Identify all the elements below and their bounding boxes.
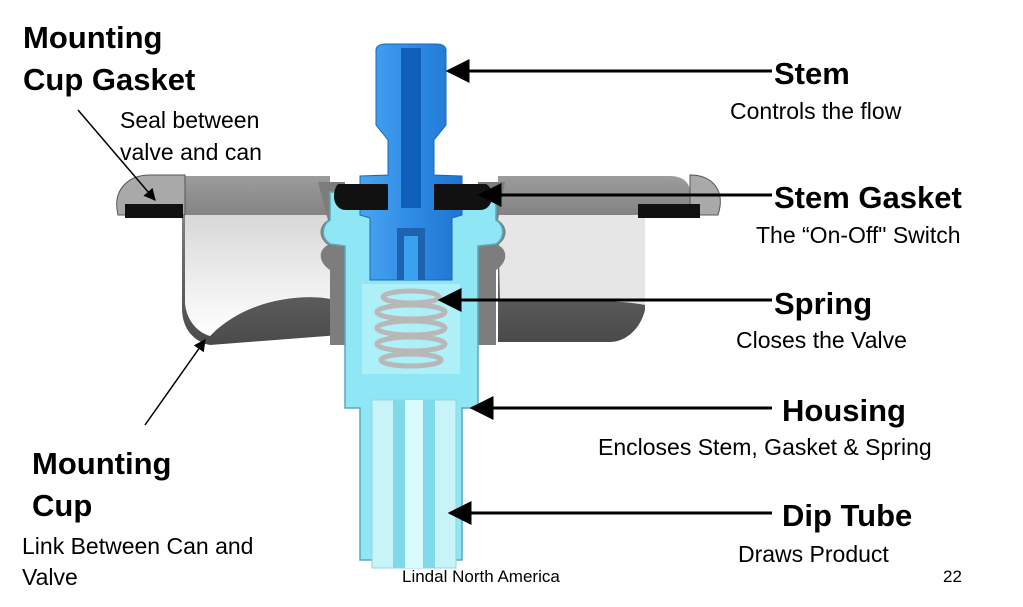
dip-tube xyxy=(371,399,457,569)
mounting-cup-gasket-desc-line1: Seal between xyxy=(120,107,260,133)
mounting-cup-gasket-right xyxy=(638,204,700,218)
footer-page-number: 22 xyxy=(943,567,962,586)
cup-bowl-face-right xyxy=(498,215,645,305)
cup-body xyxy=(150,176,340,345)
stem xyxy=(359,43,463,281)
mounting-cup-desc-line2: Valve xyxy=(22,564,78,590)
leader-lines xyxy=(77,59,772,525)
stem-gasket xyxy=(334,184,492,210)
mounting-cup-desc-line1: Link Between Can and xyxy=(22,533,254,559)
stem-gasket-left xyxy=(334,184,388,210)
stem-desc: Controls the flow xyxy=(730,98,902,124)
stem-lower-inner xyxy=(404,236,418,280)
dip-tube-title: Dip Tube xyxy=(782,498,913,533)
housing-desc: Encloses Stem, Gasket & Spring xyxy=(598,434,932,460)
stem-title: Stem xyxy=(774,56,850,91)
footer-company: Lindal North America xyxy=(402,567,560,586)
dip-tube-core xyxy=(405,400,423,568)
stem-gasket-right xyxy=(434,184,492,210)
mounting-cup-gasket-leader xyxy=(77,109,156,201)
spring xyxy=(374,288,448,369)
mounting-cup-gasket-title-line2: Cup Gasket xyxy=(23,62,196,97)
dip-tube-desc: Draws Product xyxy=(738,541,889,567)
spring-desc: Closes the Valve xyxy=(736,327,907,353)
spring-title: Spring xyxy=(774,286,873,321)
stem-gasket-desc: The “On-Off" Switch xyxy=(756,222,961,248)
cup-bowl-face xyxy=(185,215,335,336)
housing-title: Housing xyxy=(782,393,906,428)
mounting-cup-leader xyxy=(144,339,206,426)
mounting-cup-gasket-title-line1: Mounting xyxy=(23,20,163,55)
stem-gasket-title: Stem Gasket xyxy=(774,180,962,215)
mounting-cup-gasket-left xyxy=(125,204,183,218)
stem-orifice xyxy=(401,48,421,208)
mounting-cup-title-line1: Mounting xyxy=(32,446,172,481)
mounting-cup-title-line2: Cup xyxy=(32,488,93,523)
mounting-cup-gasket-desc-line2: valve and can xyxy=(120,139,262,165)
